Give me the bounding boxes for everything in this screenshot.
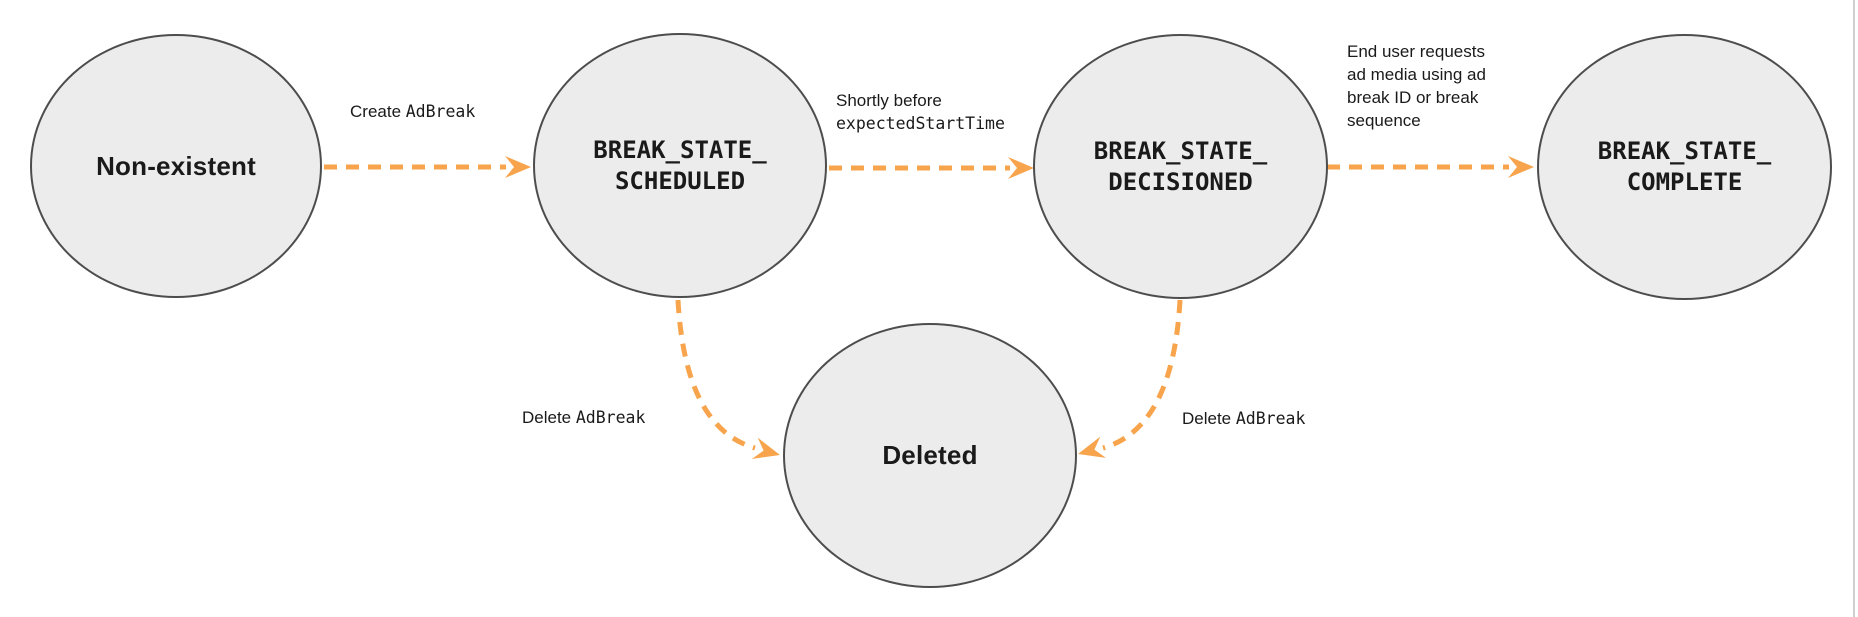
transition-label-delete-adbreak-left: Delete AdBreak <box>522 406 645 429</box>
label-line2: ad media using ad <box>1347 65 1486 84</box>
state-label-line2: SCHEDULED <box>614 166 746 195</box>
label-text: Delete <box>522 408 576 427</box>
transition-arrow-delete-adbreak-left <box>675 299 756 451</box>
state-node-break-state-decisioned: BREAK_STATE_ DECISIONED <box>1033 34 1328 299</box>
arrowhead-icon <box>1078 436 1106 458</box>
state-node-break-state-complete: BREAK_STATE_ COMPLETE <box>1537 34 1832 300</box>
state-label-line1: BREAK_STATE_ <box>1093 136 1268 165</box>
state-label: Non-existent <box>96 150 256 181</box>
state-label: Deleted <box>882 440 978 470</box>
arrowhead-icon <box>505 156 531 178</box>
label-line3: break ID or break <box>1347 88 1479 107</box>
state-node-non-existent: Non-existent <box>30 34 322 298</box>
arrowhead-icon <box>752 437 780 459</box>
state-label-line2: COMPLETE <box>1626 168 1743 196</box>
arrowhead-icon <box>1508 156 1534 178</box>
label-line4: sequence <box>1347 111 1421 130</box>
transition-label-shortly-before: Shortly before expectedStartTime <box>836 89 1005 135</box>
transition-arrow-delete-adbreak-right <box>1102 299 1183 451</box>
state-label-line2: DECISIONED <box>1108 167 1253 196</box>
state-node-deleted: Deleted <box>783 323 1077 588</box>
label-code: expectedStartTime <box>836 114 1005 133</box>
label-code: AdBreak <box>575 408 646 427</box>
transition-label-delete-adbreak-right: Delete AdBreak <box>1182 407 1305 430</box>
label-line1: End user requests <box>1347 42 1485 61</box>
label-text: Delete <box>1182 409 1236 428</box>
label-text: Shortly before <box>836 91 942 110</box>
label-code: AdBreak <box>405 102 476 121</box>
state-label-line1: BREAK_STATE_ <box>593 135 767 164</box>
transition-label-create-adbreak: Create AdBreak <box>350 100 475 123</box>
label-text: Create <box>350 102 406 121</box>
page-edge-divider <box>1853 0 1855 617</box>
state-label-line1: BREAK_STATE_ <box>1597 137 1772 165</box>
label-code: AdBreak <box>1235 409 1306 428</box>
arrowhead-icon <box>1008 157 1034 179</box>
transition-label-end-user-request: End user requests ad media using ad brea… <box>1347 40 1486 132</box>
state-node-break-state-scheduled: BREAK_STATE_ SCHEDULED <box>533 33 827 298</box>
